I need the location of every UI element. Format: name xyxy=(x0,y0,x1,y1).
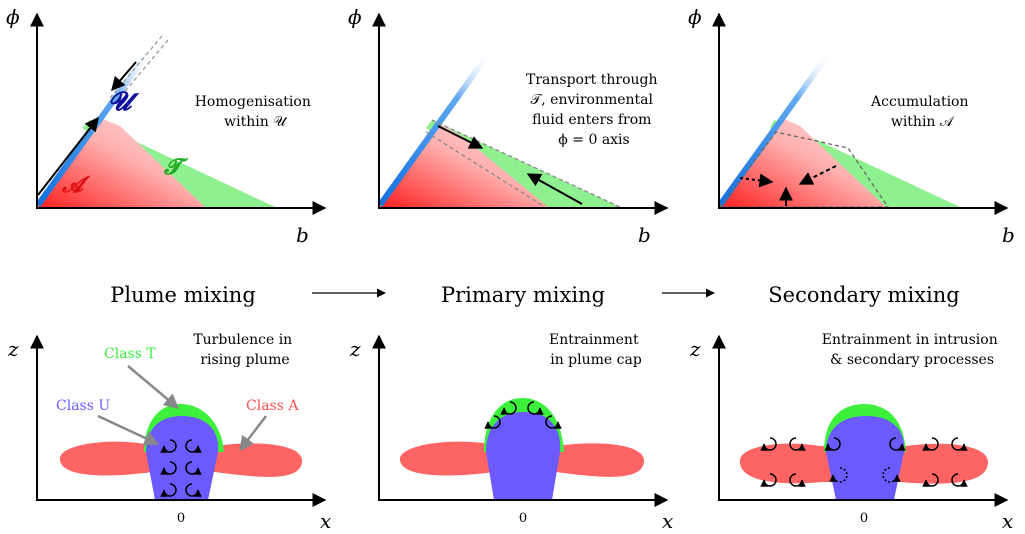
region-A xyxy=(38,118,205,207)
eddies xyxy=(160,439,202,497)
class-U-label: Class U xyxy=(56,398,110,414)
eddies xyxy=(484,401,562,429)
class-T-label: Class T xyxy=(104,346,156,362)
class-A-label: Class A xyxy=(246,398,299,414)
zero-label: 0 xyxy=(177,511,185,526)
stage-title-secondary: Secondary mixing xyxy=(768,283,959,307)
annotation: Entrainment in plume cap xyxy=(549,332,643,368)
label-U: 𝓤 xyxy=(108,87,140,117)
class-U-plume xyxy=(826,416,905,500)
axis-y-label: z xyxy=(7,337,19,361)
region-A xyxy=(380,124,548,207)
axis-x-label: b xyxy=(638,223,651,247)
phase-panel-primary: ϕ b Transport through 𝒯, environmental f… xyxy=(348,5,669,247)
class-U-plume xyxy=(146,416,219,500)
zero-label: 0 xyxy=(860,511,868,526)
annotation: Turbulence in rising plume xyxy=(193,332,296,368)
space-panel-secondary: Entrainment in intrusion & secondary pro… xyxy=(689,332,1013,533)
stage-title-plume: Plume mixing xyxy=(110,283,256,307)
phase-panel-plume: ϕ b 𝓤 𝓣 𝓐 Homogenisation within 𝒰 xyxy=(6,5,327,247)
annotation: Transport through 𝒯, environmental fluid… xyxy=(526,72,662,148)
phase-panel-secondary: ϕ b Accumulation within 𝒜 xyxy=(688,5,1015,247)
annotation: Homogenisation within 𝒰 xyxy=(195,94,316,130)
axis-x-label: x xyxy=(662,509,673,533)
space-panel-primary: Entrainment in plume cap z x 0 xyxy=(349,332,673,533)
annotation: Entrainment in intrusion & secondary pro… xyxy=(822,332,1002,368)
annotation: Accumulation within 𝒜 xyxy=(870,94,973,130)
region-U-line xyxy=(717,50,833,207)
axis-y-label: ϕ xyxy=(6,5,20,29)
axis-x-label: b xyxy=(1002,223,1015,247)
axis-x-label: x xyxy=(1002,509,1013,533)
zero-label: 0 xyxy=(519,511,527,526)
axis-y-label: z xyxy=(689,337,701,361)
axis-y-label: z xyxy=(349,337,361,361)
stage-title-primary: Primary mixing xyxy=(441,283,605,307)
region-U-line xyxy=(377,50,493,207)
axis-x-label: x xyxy=(320,509,331,533)
eddies xyxy=(760,437,968,487)
space-panel-plume: Class T Class U Class A Turbulence in ri… xyxy=(7,332,331,533)
axis-x-label: b xyxy=(296,223,309,247)
axis-y-label: ϕ xyxy=(348,5,362,29)
class-T-cap xyxy=(824,404,906,452)
class-U-plume xyxy=(486,412,561,500)
axis-y-label: ϕ xyxy=(688,5,702,29)
class-T-cap xyxy=(144,404,224,452)
